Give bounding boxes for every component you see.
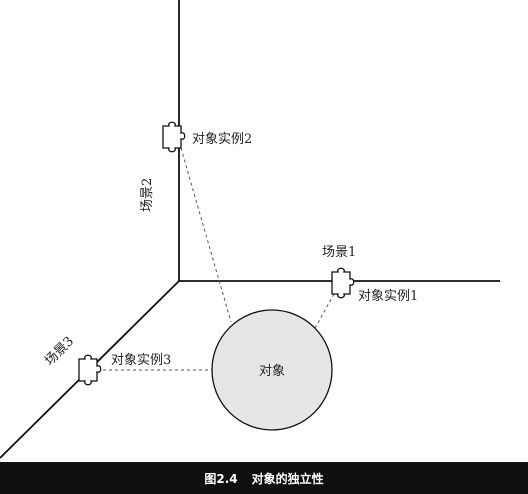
object-label: 对象 bbox=[259, 364, 285, 379]
scene1-label: 场景1 bbox=[322, 245, 356, 260]
puzzle-piece-instance1-icon bbox=[331, 267, 355, 299]
caption-title: 对象的独立性 bbox=[251, 471, 324, 486]
scene3-label: 场景3 bbox=[42, 334, 77, 369]
instance1-label: 对象实例1 bbox=[358, 289, 418, 304]
puzzle-piece-instance2-icon bbox=[162, 121, 186, 153]
connector-instance1 bbox=[313, 293, 335, 331]
instance3-label: 对象实例3 bbox=[111, 353, 171, 368]
object-circle bbox=[211, 309, 333, 431]
figure-caption: 图2.4 对象的独立性 bbox=[0, 462, 528, 494]
diagram-canvas: 对象 对象实例2 对象实例1 对象实例3 场景1 场景2 场景3 bbox=[0, 0, 500, 459]
puzzle-piece-instance3-icon bbox=[78, 354, 102, 386]
connector-instance2 bbox=[180, 147, 232, 323]
object-independence-diagram: 对象 对象实例2 对象实例1 对象实例3 场景1 场景2 场景3 bbox=[0, 0, 500, 459]
caption-number: 图2.4 bbox=[204, 471, 238, 486]
instance2-label: 对象实例2 bbox=[192, 132, 252, 147]
scene2-label: 场景2 bbox=[140, 178, 155, 212]
